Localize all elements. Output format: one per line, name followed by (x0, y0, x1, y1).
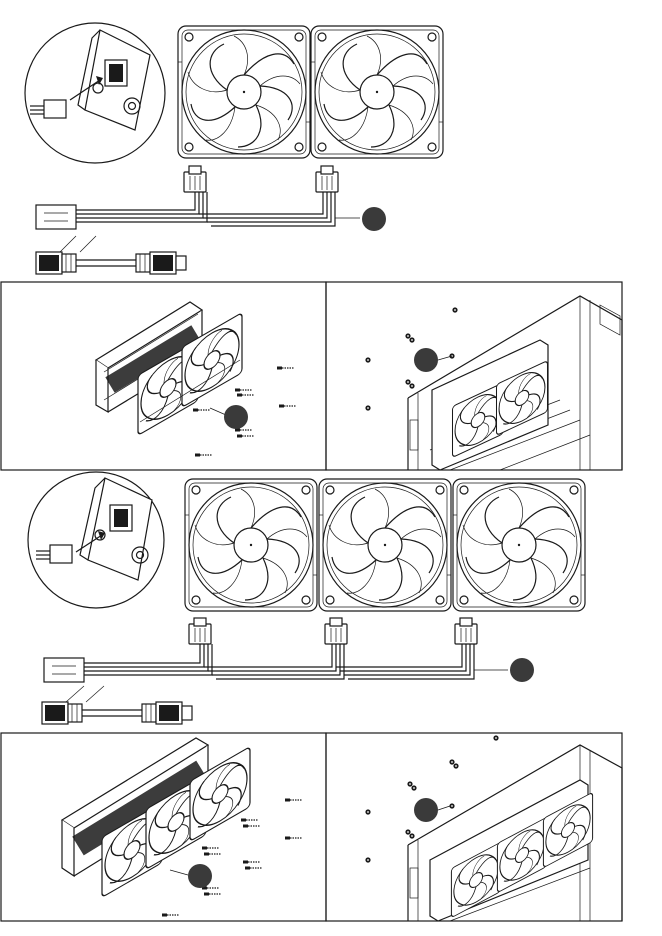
splitter-cable (44, 644, 508, 682)
fan-connector-1 (189, 618, 211, 644)
fan-360-middle (319, 479, 451, 611)
splitter-cable (36, 192, 360, 229)
step-badge (414, 798, 450, 822)
argb-extension-cable (36, 252, 186, 274)
case-mount-360-panel (326, 733, 622, 921)
step-badge (170, 864, 212, 888)
fan-360-left (185, 479, 317, 611)
fan-240-right (311, 26, 443, 158)
radiator-in-case-240 (432, 340, 548, 470)
fan-240-left (178, 26, 310, 158)
fan-connector-3 (455, 618, 477, 644)
step-badge (414, 348, 452, 372)
fan-wiring-240-step (25, 23, 443, 274)
case-mount-240-panel (326, 282, 622, 470)
radiator-in-case-360 (430, 780, 593, 921)
header-detail-zoom (28, 472, 164, 608)
argb-extension-cable (42, 702, 192, 724)
step-badge (210, 405, 248, 429)
fan-360-right (453, 479, 585, 611)
fan-wiring-360-step (28, 472, 585, 724)
fan-connector-2 (325, 618, 347, 644)
fan-connector-1 (184, 166, 206, 192)
fan-connector-2 (316, 166, 338, 192)
radiator-assembly-240-panel (1, 282, 326, 470)
step-badge (362, 207, 386, 231)
step-badge (510, 658, 534, 682)
header-detail-zoom (25, 23, 165, 163)
radiator-assembly-360-panel (1, 733, 326, 921)
